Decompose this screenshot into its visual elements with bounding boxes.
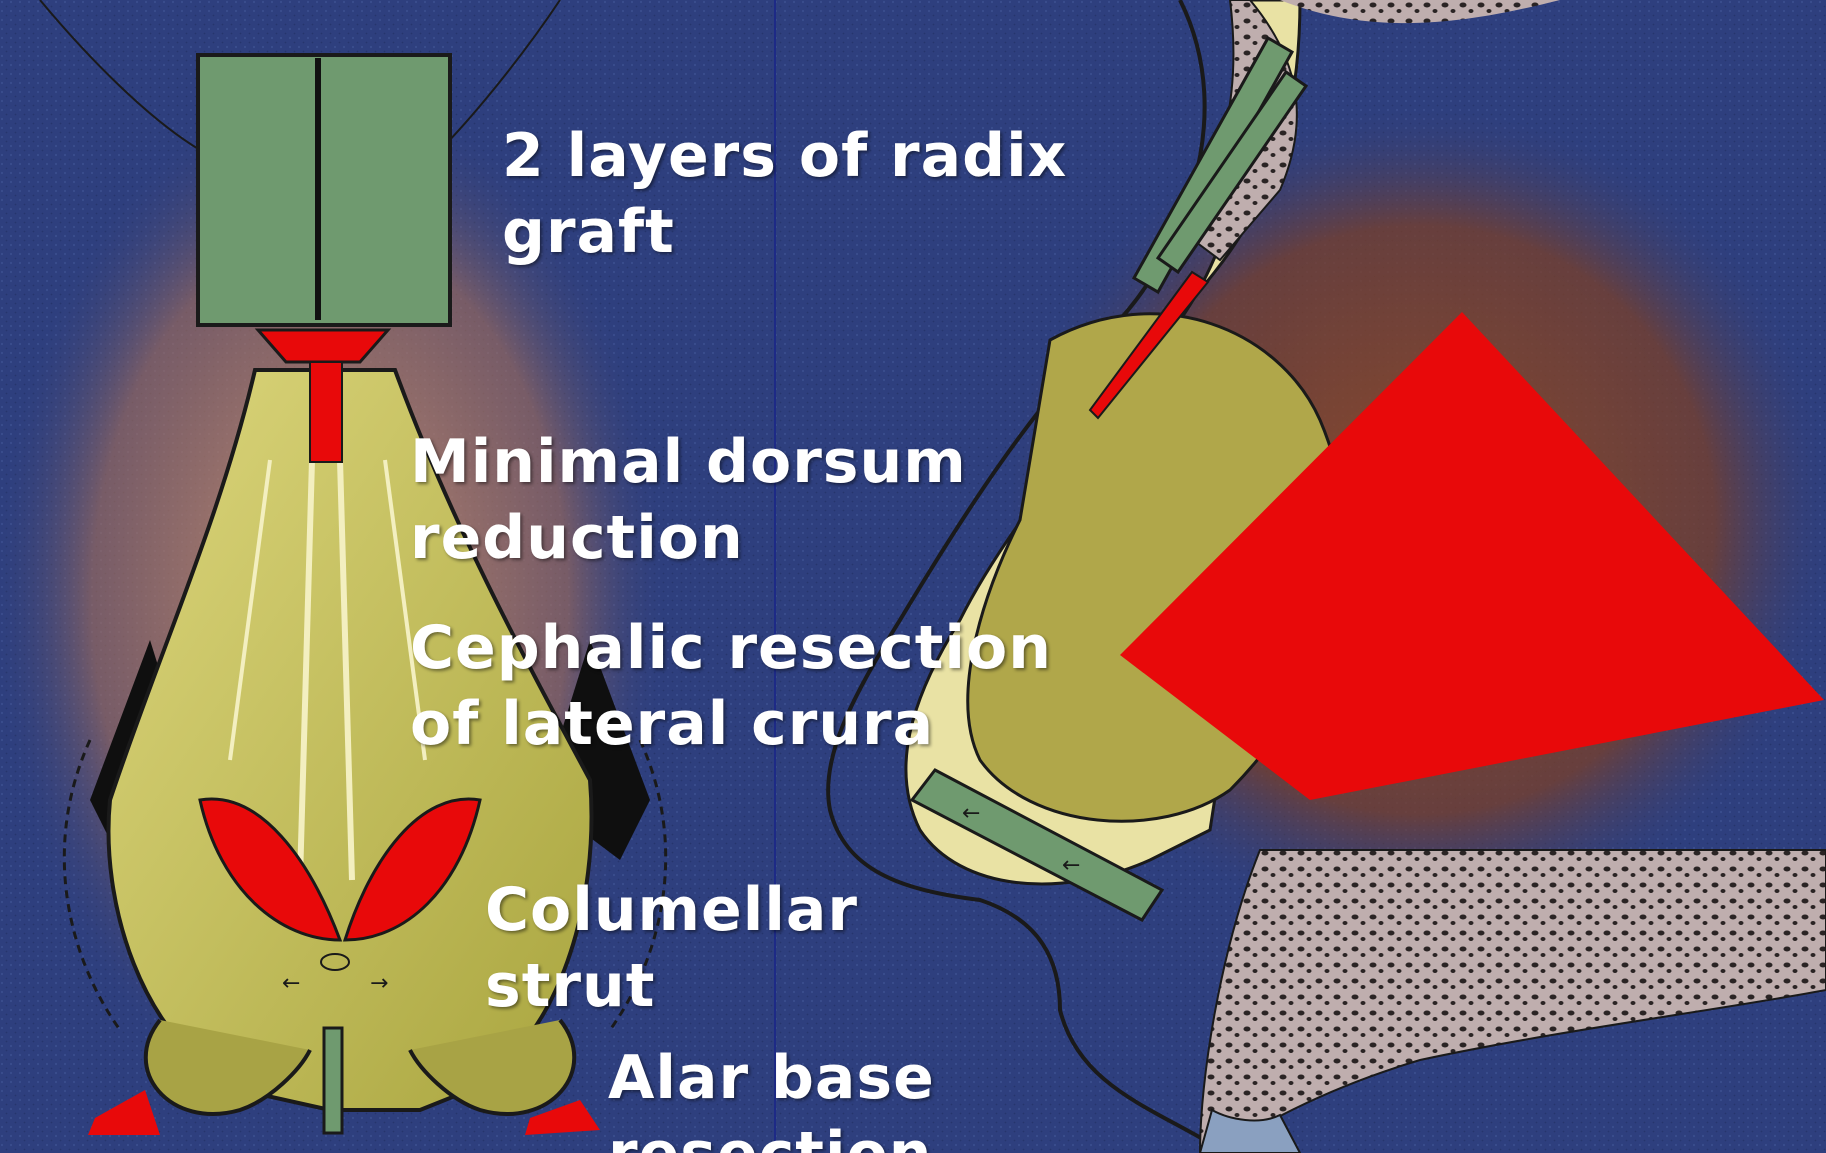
arrow-left-icon: ← — [282, 971, 300, 996]
label-alar-base-resection: Alar base resection — [608, 1040, 935, 1153]
label-radix-graft-line2: graft — [502, 194, 1067, 270]
label-cephalic-resection-line2: of lateral crura — [410, 686, 1052, 762]
label-columellar-strut-line2: strut — [485, 948, 858, 1024]
dorsum-reduction-bar — [310, 362, 342, 462]
label-columellar-strut: Columellar strut — [485, 872, 858, 1024]
label-cephalic-resection-line1: Cephalic resection — [410, 610, 1052, 686]
label-alar-base-resection-line2: resection — [608, 1116, 935, 1153]
label-radix-graft: 2 layers of radix graft — [502, 118, 1067, 270]
label-dorsum-reduction-line2: reduction — [410, 500, 967, 576]
label-radix-graft-line1: 2 layers of radix — [502, 118, 1067, 194]
label-columellar-strut-line1: Columellar — [485, 872, 858, 948]
columellar-strut-front — [324, 1028, 342, 1133]
label-dorsum-reduction: Minimal dorsum reduction — [410, 424, 967, 576]
strut-arrow-2-icon: ← — [1062, 853, 1080, 878]
label-dorsum-reduction-line1: Minimal dorsum — [410, 424, 967, 500]
strut-arrow-1-icon: ← — [962, 801, 980, 826]
radix-graft — [198, 55, 450, 325]
label-alar-base-resection-line1: Alar base — [608, 1040, 935, 1116]
label-cephalic-resection: Cephalic resection of lateral crura — [410, 610, 1052, 762]
arrow-right-icon: → — [370, 971, 388, 996]
